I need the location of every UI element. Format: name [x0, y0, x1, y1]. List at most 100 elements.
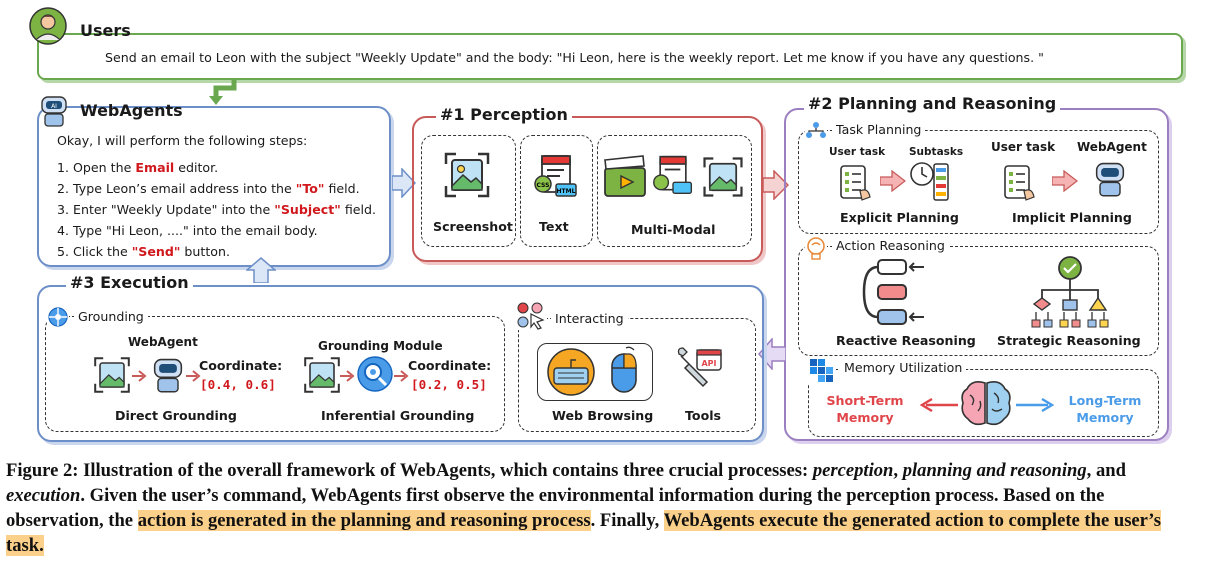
screenshot-small-icon-2 [302, 355, 342, 395]
short-term-memory-label: Short-Term Memory [826, 393, 904, 425]
step-3: 3. Enter "Weekly Update" into the "Subje… [57, 202, 376, 217]
code-file-icon-2 [651, 152, 695, 198]
mouse-icon [604, 346, 644, 398]
webagents-intro: Okay, I will perform the following steps… [57, 133, 308, 148]
explicit-planning-label: Explicit Planning [840, 210, 959, 225]
caption-and: , and [1086, 460, 1126, 481]
perception-title: #1 Perception [436, 105, 572, 124]
reactive-loop-icon [858, 256, 928, 328]
caption-part-2: . Given the user’s command, WebAgents fi… [6, 485, 1105, 531]
arrow-right-icon [879, 169, 907, 193]
user-command: Send an email to Leon with the subject "… [105, 50, 1044, 65]
perception-to-planning-arrow [762, 169, 790, 201]
strategic-reasoning-label: Strategic Reasoning [997, 333, 1141, 348]
caption-comma: , [893, 460, 903, 481]
cursor-gear-icon [515, 300, 547, 330]
screenshot-label: Screenshot [433, 219, 513, 234]
keyboard-icon [546, 346, 596, 398]
arrow-right-small-icon [132, 368, 148, 382]
caption-part-3: . Finally, [590, 510, 664, 531]
action-reasoning-title: Action Reasoning [832, 238, 949, 253]
coordinate-label-2: Coordinate: [408, 358, 492, 373]
step-1: 1. Open the Email editor. [57, 160, 219, 175]
web-browsing-frame [537, 343, 653, 401]
brain-bulb-icon [805, 236, 827, 262]
planning-title: #2 Planning and Reasoning [804, 94, 1061, 113]
coordinate-value-1: [0.4, 0.6] [200, 377, 276, 392]
arrow-right-small-icon-3 [340, 368, 356, 382]
memory-panel [808, 369, 1159, 437]
reactive-reasoning-label: Reactive Reasoning [836, 333, 976, 348]
arrow-right-blue-icon [1016, 397, 1056, 413]
caption-highlight-1: action is generated in the planning and … [137, 510, 591, 531]
memory-title: Memory Utilization [840, 360, 967, 375]
execution-title: #3 Execution [66, 273, 193, 292]
execution-box [37, 285, 764, 442]
implicit-planning-label: Implicit Planning [1012, 210, 1132, 225]
multimodal-card [597, 135, 752, 247]
execution-to-webagents-arrow [244, 257, 278, 284]
arrow-right-icon-2 [1051, 169, 1079, 193]
coordinate-label-1: Coordinate: [199, 358, 283, 373]
planning-to-execution-arrow [758, 336, 787, 372]
network-icon [47, 306, 69, 328]
grounding-panel [45, 316, 505, 432]
long-term-memory-label: Long-Term Memory [1068, 393, 1142, 425]
user-avatar-icon [28, 6, 68, 46]
webagents-title: WebAgents [80, 101, 183, 120]
robot-icon: AI [36, 92, 72, 128]
grounding-module-label: Grounding Module [318, 339, 443, 353]
svg-text:AI: AI [51, 103, 57, 110]
perception-box [412, 116, 763, 262]
checklist-icon-2 [1002, 163, 1036, 201]
strategy-tree-icon [1030, 254, 1110, 330]
search-gear-icon [355, 354, 395, 394]
steps-list: 1. Open the Email editor. 2. Type Leon’s… [57, 157, 376, 262]
caption-part-1: Figure 2: Illustration of the overall fr… [6, 460, 813, 481]
webagent-label: WebAgent [1077, 140, 1147, 154]
checklist-icon [838, 163, 872, 201]
figure-caption: Figure 2: Illustration of the overall fr… [6, 458, 1201, 558]
arrow-right-small-icon-2 [186, 368, 202, 382]
user-task-label-2: User task [991, 140, 1056, 154]
caption-perception: perception [812, 460, 894, 481]
api-icon-text: API [701, 359, 716, 368]
step-5: 5. Click the "Send" button. [57, 244, 230, 259]
inferential-grounding-label: Inferential Grounding [321, 408, 475, 423]
subtasks-label: Subtasks [909, 146, 964, 158]
hierarchy-icon [805, 120, 827, 140]
task-planning-title: Task Planning [832, 122, 926, 137]
screenshot-icon [442, 150, 492, 200]
text-card [520, 135, 593, 247]
svg-text:CSS: CSS [537, 182, 550, 189]
task-planning-panel [798, 130, 1159, 234]
action-reasoning-panel [798, 246, 1159, 356]
brain-icon [958, 377, 1014, 429]
tools-label: Tools [685, 408, 722, 423]
webagents-box [37, 106, 391, 267]
direct-grounding-label: Direct Grounding [115, 408, 237, 423]
video-icon [602, 154, 650, 200]
interacting-panel [518, 318, 756, 432]
memory-blocks-icon [808, 357, 836, 385]
text-label: Text [539, 219, 569, 234]
clock-list-icon [908, 160, 952, 204]
users-to-webagents-arrow [198, 78, 238, 106]
caption-planning: planning and reasoning [902, 460, 1087, 481]
caption-execution: execution [6, 485, 81, 506]
arrow-left-icon [918, 397, 958, 413]
screenshot-small-icon [92, 355, 132, 395]
user-task-label-1: User task [829, 146, 886, 158]
web-browsing-label: Web Browsing [552, 408, 654, 423]
grounding-title: Grounding [74, 309, 148, 324]
users-box [37, 33, 1183, 80]
webagents-to-perception-arrow [391, 167, 417, 199]
svg-text:HTML: HTML [557, 188, 576, 195]
multimodal-label: Multi-Modal [631, 222, 716, 237]
arrow-right-small-icon-4 [394, 368, 410, 382]
step-2: 2. Type Leon’s email address into the "T… [57, 181, 360, 196]
users-title: Users [80, 21, 131, 40]
tools-icon: API [675, 346, 725, 396]
interacting-title: Interacting [551, 311, 628, 326]
image-icon [701, 155, 745, 199]
